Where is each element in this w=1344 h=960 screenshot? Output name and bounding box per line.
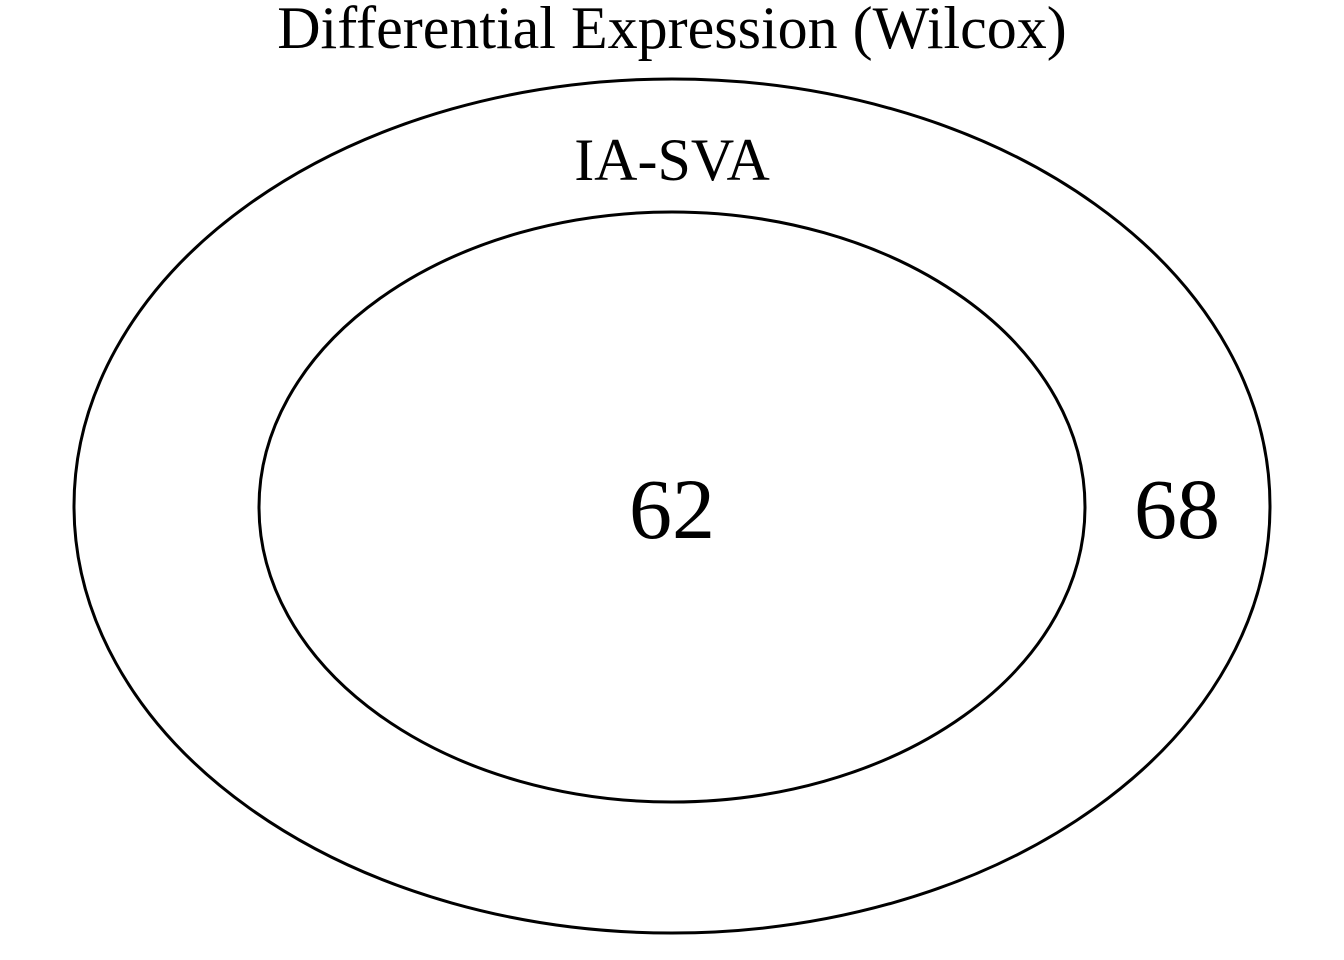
intersection-count: 62 (629, 461, 715, 557)
outer-set-ellipse (72, 77, 1272, 935)
inner-set-ellipse (257, 210, 1087, 804)
diagram-title: Differential Expression (Wilcox) (277, 0, 1067, 61)
outer-set-label: IA-SVA (574, 127, 770, 193)
outer-only-count: 68 (1134, 461, 1220, 557)
